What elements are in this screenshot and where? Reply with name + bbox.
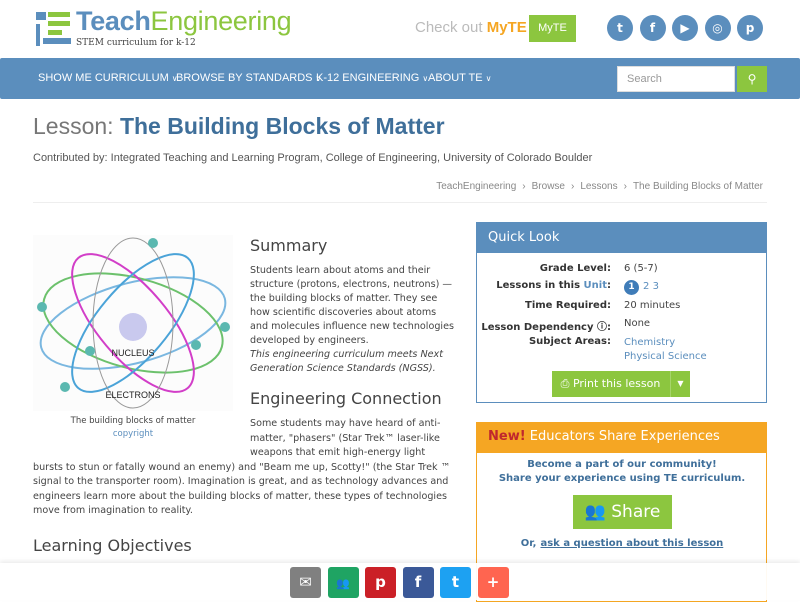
quick-look-panel: Quick Look Grade Level:6 (5-7) Lessons i… [476,222,767,403]
subject-physical-science[interactable]: Physical Science [624,351,707,362]
printer-icon: ⎙ [560,377,570,390]
engineering-connection-text: Some students may have heard of anti-mat… [33,418,451,516]
lesson-3-link[interactable]: 3 [652,281,659,292]
facebook-icon[interactable]: f [639,15,666,41]
main-nav: SHOW ME CURRICULUM∨ BROWSE BY STANDARDS∨… [0,58,800,99]
share-button[interactable]: 👥 Share [573,495,672,529]
logo-tagline: STEM curriculum for k-12 [76,38,196,48]
search-input[interactable]: Search [617,66,735,92]
print-lesson-button[interactable]: ⎙ Print this lesson▼ [552,371,690,397]
facebook-share-button[interactable]: f [402,567,434,598]
twitter-icon[interactable]: t [607,15,633,41]
grade-level: 6 (5-7) [624,263,658,274]
email-icon: ✉ [299,573,312,591]
nav-about-te[interactable]: ABOUT TE∨ [428,72,492,84]
nucleus-label: NUCLEUS [111,348,154,358]
chevron-down-icon: ∨ [315,74,322,83]
figure-caption: The building blocks of matter [70,416,196,426]
info-icon[interactable]: ⓘ [597,322,607,333]
copyright-link[interactable]: copyright [112,429,154,439]
lesson-dependency: None [624,318,651,329]
pinterest-icon[interactable]: p [737,15,763,41]
search-icon: ⚲ [747,72,757,86]
myte-button[interactable]: MyTE [529,15,576,42]
lesson-2-link[interactable]: 2 [643,281,650,292]
facebook-icon: f [414,573,422,591]
breadcrumb-lessons[interactable]: Lessons [580,181,618,192]
nav-show-me-curriculum[interactable]: SHOW ME CURRICULUM∨ [38,72,178,84]
search-button[interactable]: ⚲ [737,66,767,92]
page-title: Lesson: The Building Blocks of Matter [33,113,445,139]
ngss-note: This engineering curriculum meets Next G… [250,349,443,374]
electrons-label: ELECTRONS [105,390,160,400]
time-required: 20 minutes [624,300,681,311]
summary-text: Students learn about atoms and their str… [250,265,454,374]
divider [33,202,767,203]
breadcrumb-home[interactable]: TeachEngineering [436,181,517,192]
lesson-1-current: 1 [624,280,639,295]
quick-look-heading: Quick Look [477,223,766,253]
atom-diagram[interactable]: NUCLEUS ELECTRONS [33,235,233,411]
caret-down-icon[interactable]: ▼ [670,371,690,397]
unit-link[interactable]: Unit [583,280,607,291]
pinterest-icon: p [375,573,386,591]
twitter-share-button[interactable]: t [440,567,471,598]
checkout-myte[interactable]: Check out MyTE [415,19,527,36]
chevron-down-icon: ∨ [485,74,492,83]
youtube-icon[interactable]: ▶ [672,15,698,41]
more-share-button[interactable]: + [477,567,509,598]
chevron-down-icon: ∨ [422,74,429,83]
share-bar: ✉ 👥 p f t + [0,563,800,600]
teachengineering-logo[interactable]: TeachEngineering STEM curriculum for k-1… [36,6,296,50]
subject-chemistry[interactable]: Chemistry [624,337,676,348]
engineering-connection-heading: Engineering Connection [250,389,442,408]
twitter-icon: t [451,573,460,591]
breadcrumb: TeachEngineering›Browse›Lessons›The Buil… [436,181,763,192]
summary-heading: Summary [250,236,328,255]
nav-browse-by-standards[interactable]: BROWSE BY STANDARDS∨ [176,72,322,84]
chevron-down-icon: ∨ [171,74,178,83]
email-share-button[interactable]: ✉ [290,567,321,598]
classroom-share-button[interactable]: 👥 [327,567,359,598]
users-icon: 👥 [584,502,606,522]
te-logo-icon [36,12,72,48]
breadcrumb-current: The Building Blocks of Matter [632,181,763,192]
logo-text: TeachEngineering [76,6,292,36]
pinterest-share-button[interactable]: p [365,567,396,598]
more-icon: + [486,573,500,591]
contributed-by: Contributed by: Integrated Teaching and … [33,152,593,164]
educators-heading: New! Educators Share Experiences [477,423,766,453]
breadcrumb-browse[interactable]: Browse [531,181,565,192]
instagram-icon[interactable]: ◎ [704,15,731,41]
nav-k12-engineering[interactable]: K-12 ENGINEERING∨ [316,72,429,84]
ask-question-link[interactable]: ask a question about this lesson [540,538,724,549]
learning-objectives-heading: Learning Objectives [33,536,192,555]
classroom-icon: 👥 [336,577,350,590]
